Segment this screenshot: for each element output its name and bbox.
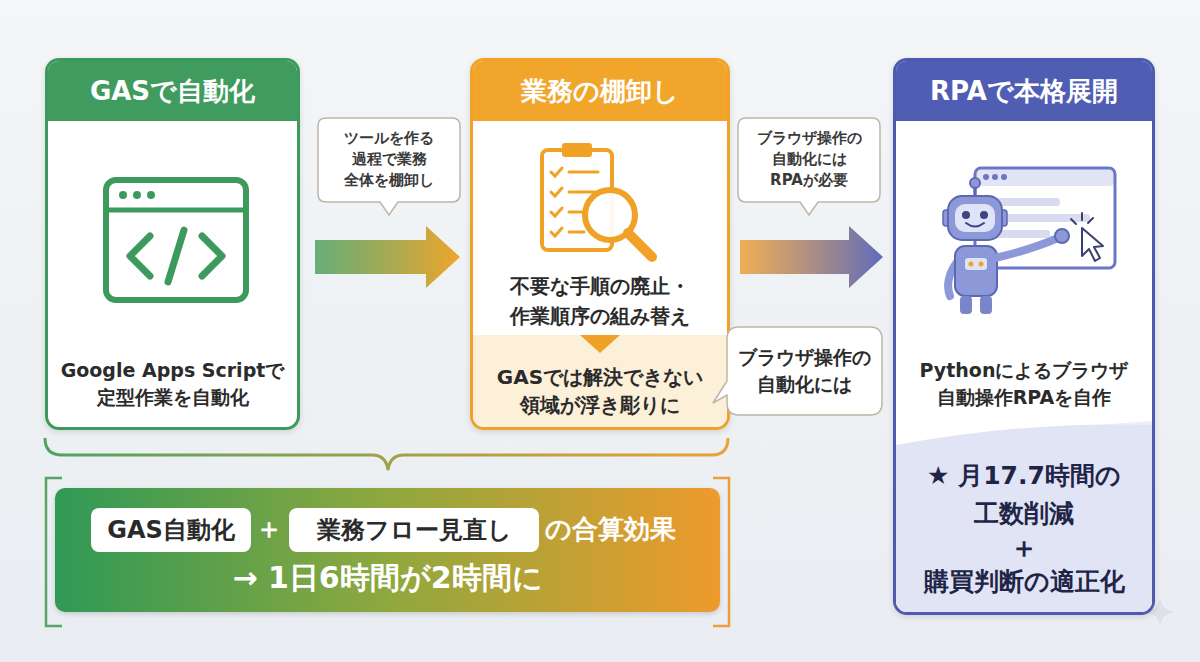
callout-outline bbox=[318, 118, 460, 215]
browser-frame bbox=[975, 168, 1115, 268]
window-dot bbox=[133, 191, 141, 199]
window-bar bbox=[106, 208, 246, 213]
summary-result: → 1日6時間が2時間に bbox=[55, 556, 720, 600]
robot-light bbox=[979, 262, 984, 267]
result-text: GASでは解決できない 領域が浮き彫りに bbox=[480, 363, 720, 419]
panel-body: Pythonによるブラウザ 自動操作RPAを自作 bbox=[906, 357, 1142, 411]
plus-sign: ＋ bbox=[906, 533, 1142, 563]
result-text: 購買判断の適正化 bbox=[906, 563, 1142, 601]
content-line bbox=[990, 198, 1060, 206]
mouse-cursor bbox=[1082, 228, 1103, 261]
callout-text: ブラウザ操作の 自動化には RPAが必要 bbox=[746, 128, 872, 191]
process-panel: GASで自動化 Google Apps Scriptで 定型作業を自動化 bbox=[45, 58, 300, 430]
window-dot bbox=[992, 174, 998, 180]
plus-sign: ＋ bbox=[251, 507, 287, 551]
down-arrow bbox=[580, 335, 620, 353]
check-mark bbox=[551, 188, 562, 196]
tag-pill: 業務フロー見直し bbox=[289, 508, 539, 552]
window-dot bbox=[119, 191, 127, 199]
window-dot bbox=[1001, 174, 1007, 180]
tag-pill: GAS自動化 bbox=[91, 508, 251, 552]
robot-ear bbox=[943, 210, 951, 226]
curly-brace bbox=[45, 438, 728, 470]
panel-header: GASで自動化 bbox=[48, 61, 297, 121]
magnifier-lens bbox=[585, 190, 635, 240]
code-bracket bbox=[130, 236, 150, 276]
result-wave bbox=[896, 424, 1152, 612]
callout-text: ツールを作る 過程で業務 全体を棚卸し bbox=[326, 128, 452, 191]
robot-antenna-tip bbox=[970, 178, 980, 188]
bubble-text: ブラウザ操作の 自動化には bbox=[732, 344, 877, 398]
robot-eye bbox=[962, 211, 970, 219]
tag-text: GAS自動化 bbox=[91, 508, 251, 552]
browser-window bbox=[975, 168, 1115, 268]
check-mark bbox=[551, 168, 562, 176]
check-line bbox=[569, 211, 584, 214]
panel-header: 業務の棚卸し bbox=[473, 61, 727, 121]
result-band: GASでは解決できない 領域が浮き彫りに bbox=[473, 335, 727, 427]
click-ray bbox=[1081, 213, 1083, 220]
process-panel: RPAで本格展開 Pythonによるブラウザ 自動操作RPAを自作 ★ 月17.7時… bbox=[893, 58, 1155, 615]
robot-arm bbox=[948, 262, 957, 296]
panel-body: 不要な手順の廃止・ 作業順序の組み替え bbox=[483, 271, 717, 331]
check-line bbox=[569, 171, 598, 174]
window-dot bbox=[147, 191, 155, 199]
robot-body bbox=[955, 246, 997, 296]
speech-bubble-box: ブラウザ操作の 自動化には bbox=[727, 327, 882, 415]
robot-leg bbox=[960, 296, 972, 314]
robot-smile bbox=[966, 223, 984, 227]
callout-box: ブラウザ操作の 自動化には RPAが必要 bbox=[738, 118, 880, 202]
result-text: ★ 月17.7時間の 工数削減 bbox=[906, 457, 1142, 533]
check-mark bbox=[551, 228, 562, 236]
content-line bbox=[990, 214, 1090, 222]
window-dot bbox=[983, 174, 989, 180]
magnifier-handle bbox=[628, 233, 652, 257]
summary-text: の合算効果 bbox=[545, 507, 715, 551]
browser-bar bbox=[975, 168, 1115, 186]
click-ray bbox=[1071, 219, 1076, 224]
robot-arm bbox=[995, 238, 1058, 258]
flow-arrow bbox=[315, 226, 460, 288]
robot-face bbox=[955, 204, 995, 232]
robot-panel bbox=[965, 258, 987, 270]
robot-light bbox=[969, 262, 974, 267]
clipboard-clip bbox=[562, 143, 592, 157]
tag-text: 業務フロー見直し bbox=[289, 508, 539, 552]
code-slash bbox=[168, 230, 184, 282]
robot-leg bbox=[980, 296, 992, 314]
robot-head bbox=[948, 196, 1002, 240]
result-area: ★ 月17.7時間の 工数削減＋購買判断の適正化 bbox=[896, 423, 1152, 612]
code-window bbox=[106, 180, 246, 300]
check-mark bbox=[551, 208, 562, 216]
result-wave bbox=[896, 421, 1152, 612]
panel-body: Google Apps Scriptで 定型作業を自動化 bbox=[60, 357, 285, 411]
speech-bubble bbox=[713, 327, 882, 415]
check-line bbox=[569, 231, 584, 234]
code-bracket bbox=[202, 236, 222, 276]
clipboard bbox=[542, 150, 612, 250]
robot-hand bbox=[1055, 229, 1069, 243]
robot-eye bbox=[980, 211, 988, 219]
outline-shape bbox=[727, 327, 882, 415]
callout-box: ツールを作る 過程で業務 全体を棚卸し bbox=[318, 118, 460, 202]
robot-ear bbox=[999, 210, 1007, 226]
content-line bbox=[990, 230, 1050, 238]
callout-outline bbox=[738, 118, 880, 215]
panel-header: RPAで本格展開 bbox=[896, 61, 1152, 121]
robot-antenna bbox=[974, 186, 977, 196]
flow-arrow bbox=[740, 226, 883, 288]
process-panel: 業務の棚卸し不要な手順の廃止・ 作業順序の組み替え GASでは解決できない 領域が… bbox=[470, 58, 730, 430]
summary-band: ＋ の合算効果 → 1日6時間が2時間にGAS自動化業務フロー見直し bbox=[55, 488, 720, 612]
click-ray bbox=[1088, 218, 1093, 223]
check-line bbox=[569, 191, 598, 194]
